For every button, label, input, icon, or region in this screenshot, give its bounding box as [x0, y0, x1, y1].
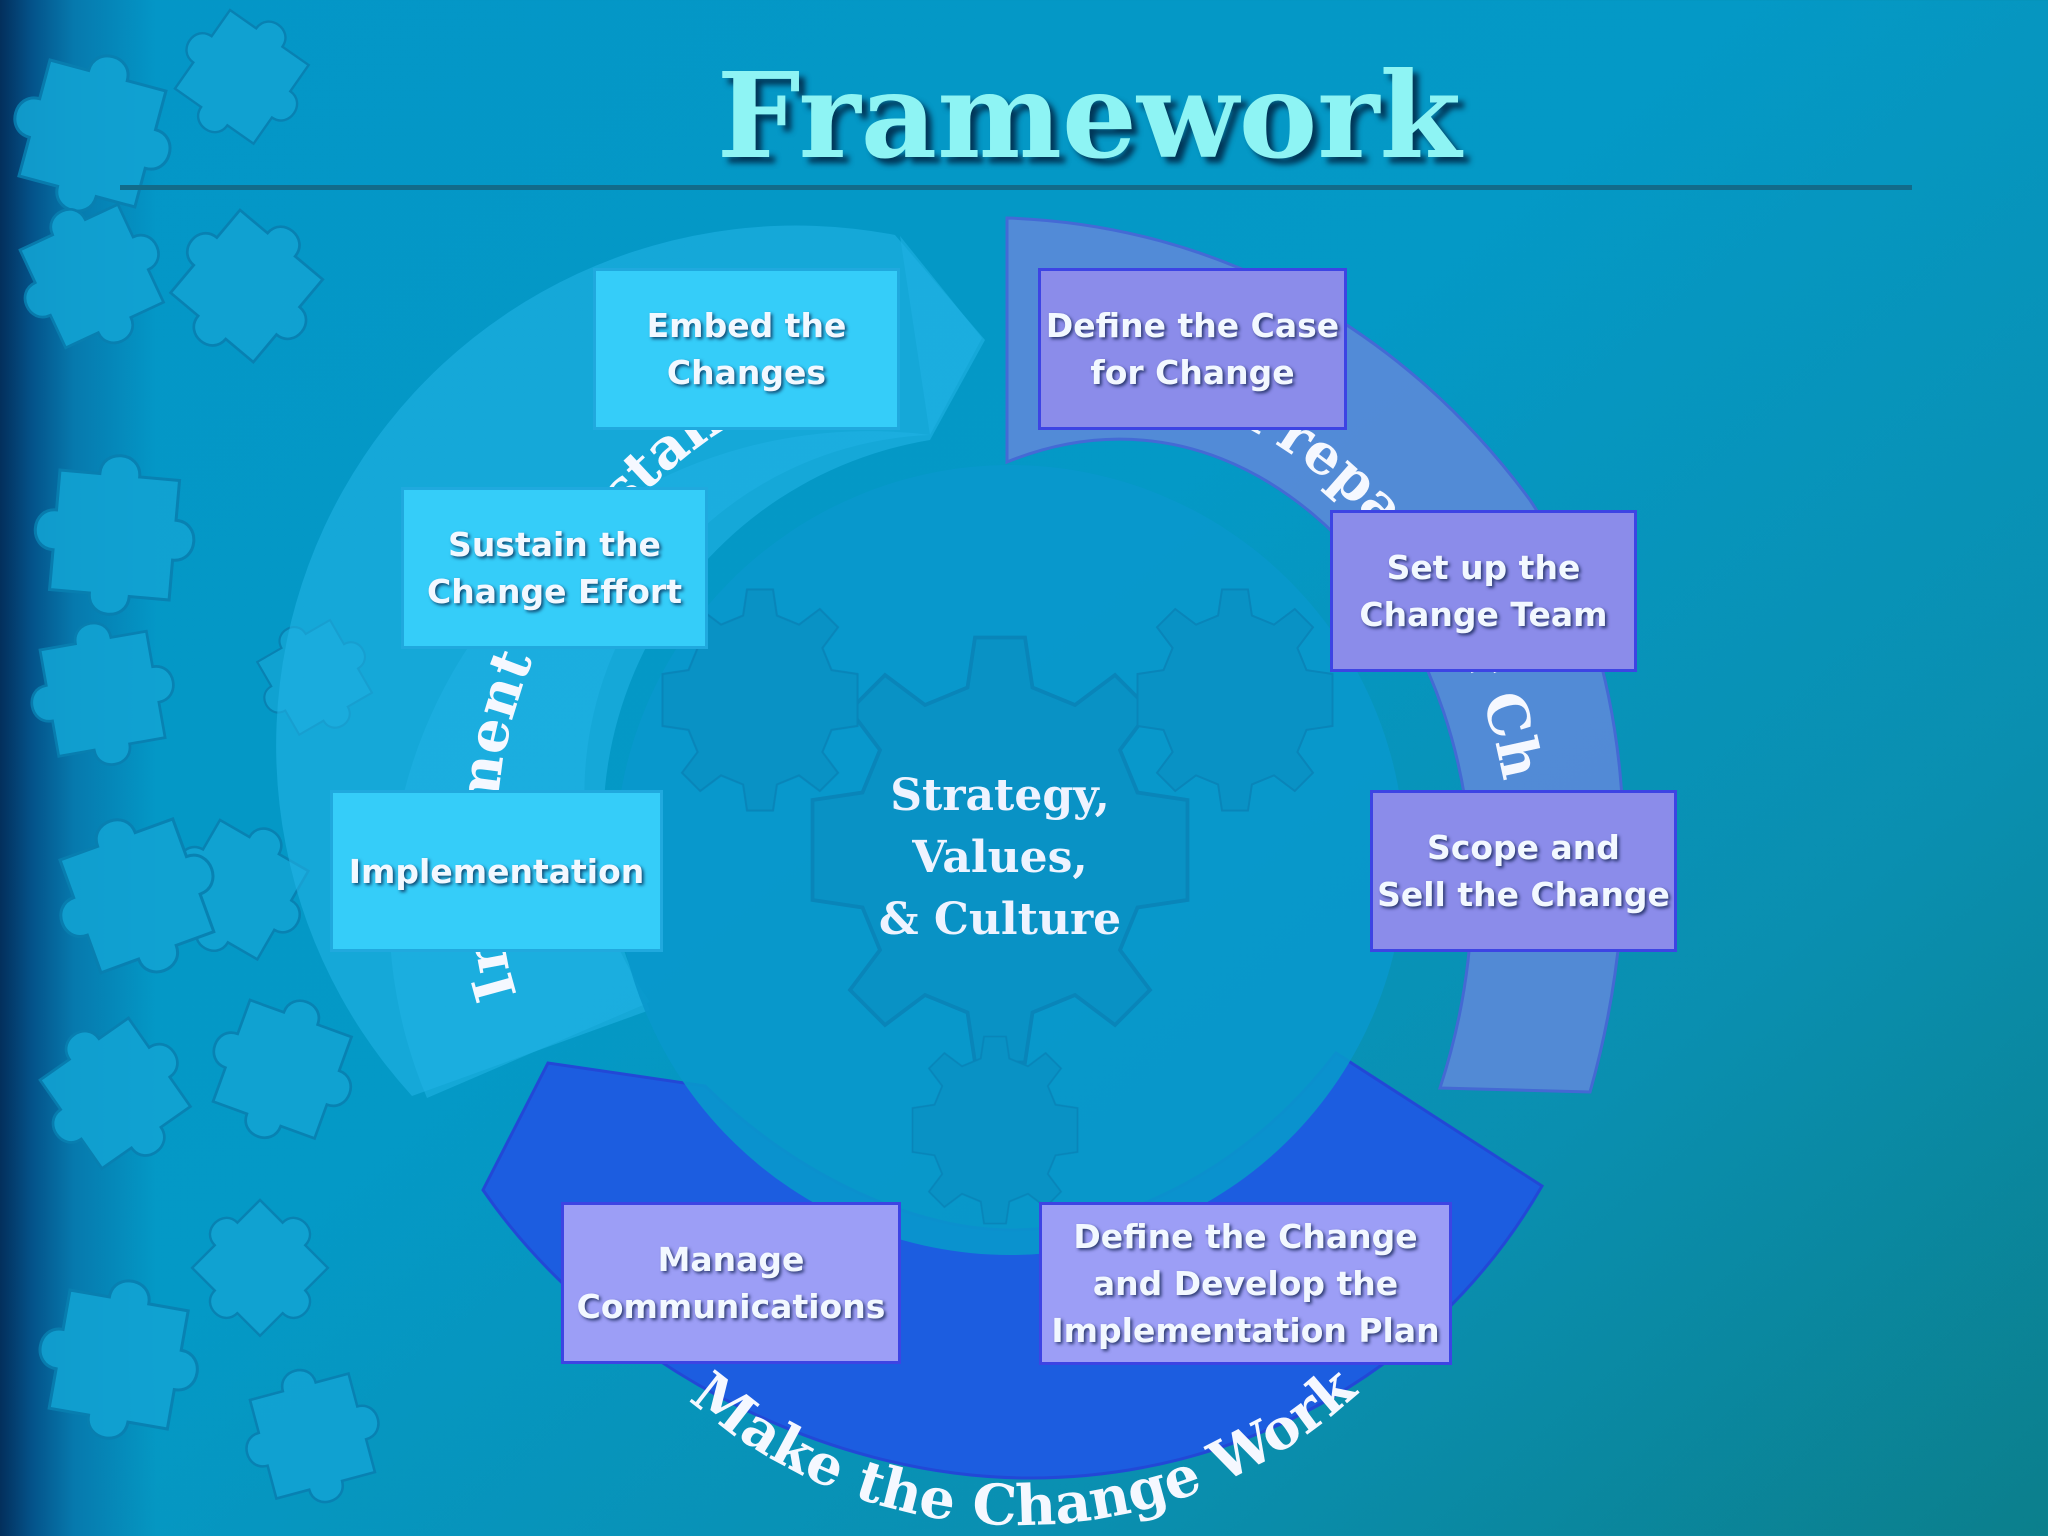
- step-define-change-plan: Define the Change and Develop the Implem…: [1039, 1202, 1452, 1365]
- hub-line-3: & Culture: [879, 894, 1121, 945]
- step-scope-sell: Scope and Sell the Change: [1370, 790, 1677, 952]
- arc-prepare: [1005, 216, 1626, 1094]
- step-sustain-change-effort: Sustain the Change Effort: [401, 487, 708, 649]
- hub-line-2: Values,: [911, 832, 1087, 883]
- page-title: Framework: [716, 46, 1462, 185]
- gear-icon: [911, 1035, 1079, 1225]
- hub-line-1: Strategy,: [890, 770, 1110, 821]
- step-embed-changes: Embed the Changes: [593, 268, 900, 430]
- step-manage-communications: Manage Communications: [561, 1202, 901, 1364]
- step-change-team: Set up the Change Team: [1330, 510, 1637, 672]
- step-implementation: Implementation: [330, 790, 663, 952]
- title-divider: [120, 185, 1912, 190]
- gear-icon: [1136, 588, 1334, 812]
- step-define-case: Define the Case for Change: [1038, 268, 1347, 430]
